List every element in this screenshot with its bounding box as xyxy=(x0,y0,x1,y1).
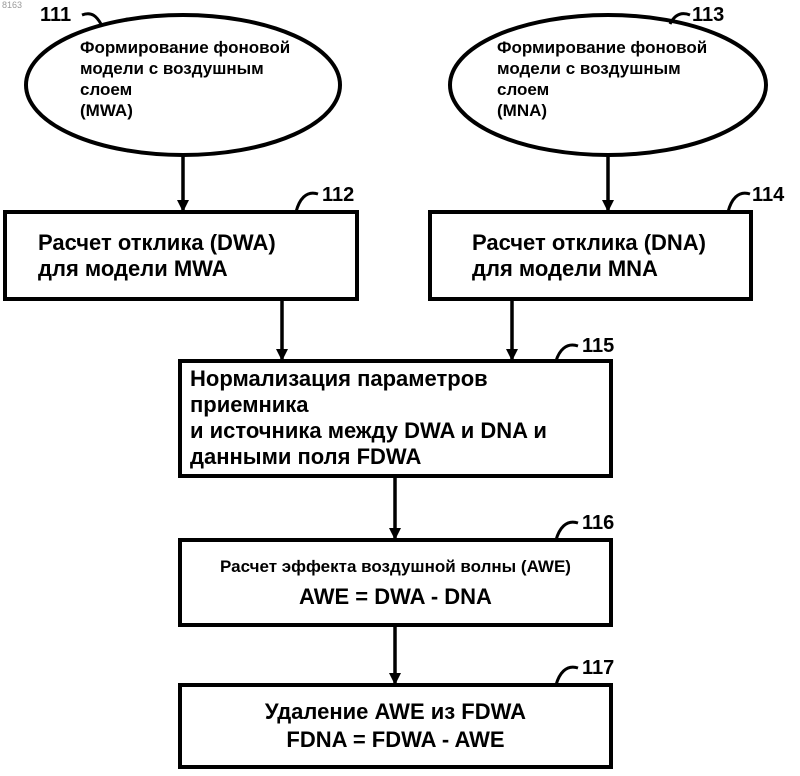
leader-111 xyxy=(82,14,101,24)
node-115-line-1: Нормализация параметров приемника xyxy=(190,366,610,418)
node-115-text: Нормализация параметров приемника и исто… xyxy=(190,367,610,469)
leader-115 xyxy=(556,345,578,361)
node-111-text: Формирование фоновой модели с воздушным … xyxy=(80,38,320,120)
node-113-line-1: Формирование фоновой xyxy=(497,37,737,58)
node-111-line-1: Формирование фоновой xyxy=(80,37,320,58)
node-117-text: Удаление AWE из FDWA FDNA = FDWA - AWE xyxy=(184,689,607,763)
node-111-line-3: (MWA) xyxy=(80,100,320,121)
node-111-line-2: модели с воздушным слоем xyxy=(80,58,320,100)
leader-116 xyxy=(556,522,578,540)
node-115-line-3: данными поля FDWA xyxy=(190,444,610,470)
ref-113: 113 xyxy=(692,4,724,27)
ref-115: 115 xyxy=(582,335,614,358)
node-116-text: Расчет эффекта воздушной волны (AWE) AWE… xyxy=(184,544,607,621)
node-117-title: Удаление AWE из FDWA xyxy=(184,699,607,725)
ref-116: 116 xyxy=(582,512,614,535)
node-114-text: Расчет отклика (DNA) для модели MNA xyxy=(472,218,742,293)
leader-114 xyxy=(728,193,750,212)
node-112-line-1: Расчет отклика (DWA) xyxy=(38,230,348,256)
leader-117 xyxy=(556,667,578,685)
ref-114: 114 xyxy=(752,184,784,207)
ref-111: 111 xyxy=(40,4,71,27)
node-114-line-1: Расчет отклика (DNA) xyxy=(472,230,742,256)
node-113-line-3: (MNA) xyxy=(497,100,737,121)
ref-117: 117 xyxy=(582,657,614,680)
node-113-text: Формирование фоновой модели с воздушным … xyxy=(497,38,737,120)
leader-112 xyxy=(296,193,318,212)
node-112-line-2: для модели MWA xyxy=(38,256,348,282)
node-117-formula: FDNA = FDWA - AWE xyxy=(184,727,607,753)
node-112-text: Расчет отклика (DWA) для модели MWA xyxy=(38,218,348,293)
node-115-line-2: и источника между DWA и DNA и xyxy=(190,418,610,444)
node-116-title: Расчет эффекта воздушной волны (AWE) xyxy=(184,556,607,578)
node-113-line-2: модели с воздушным слоем xyxy=(497,58,737,100)
node-114-line-2: для модели MNA xyxy=(472,256,742,282)
ref-112: 112 xyxy=(322,184,354,207)
node-116-formula: AWE = DWA - DNA xyxy=(184,584,607,610)
